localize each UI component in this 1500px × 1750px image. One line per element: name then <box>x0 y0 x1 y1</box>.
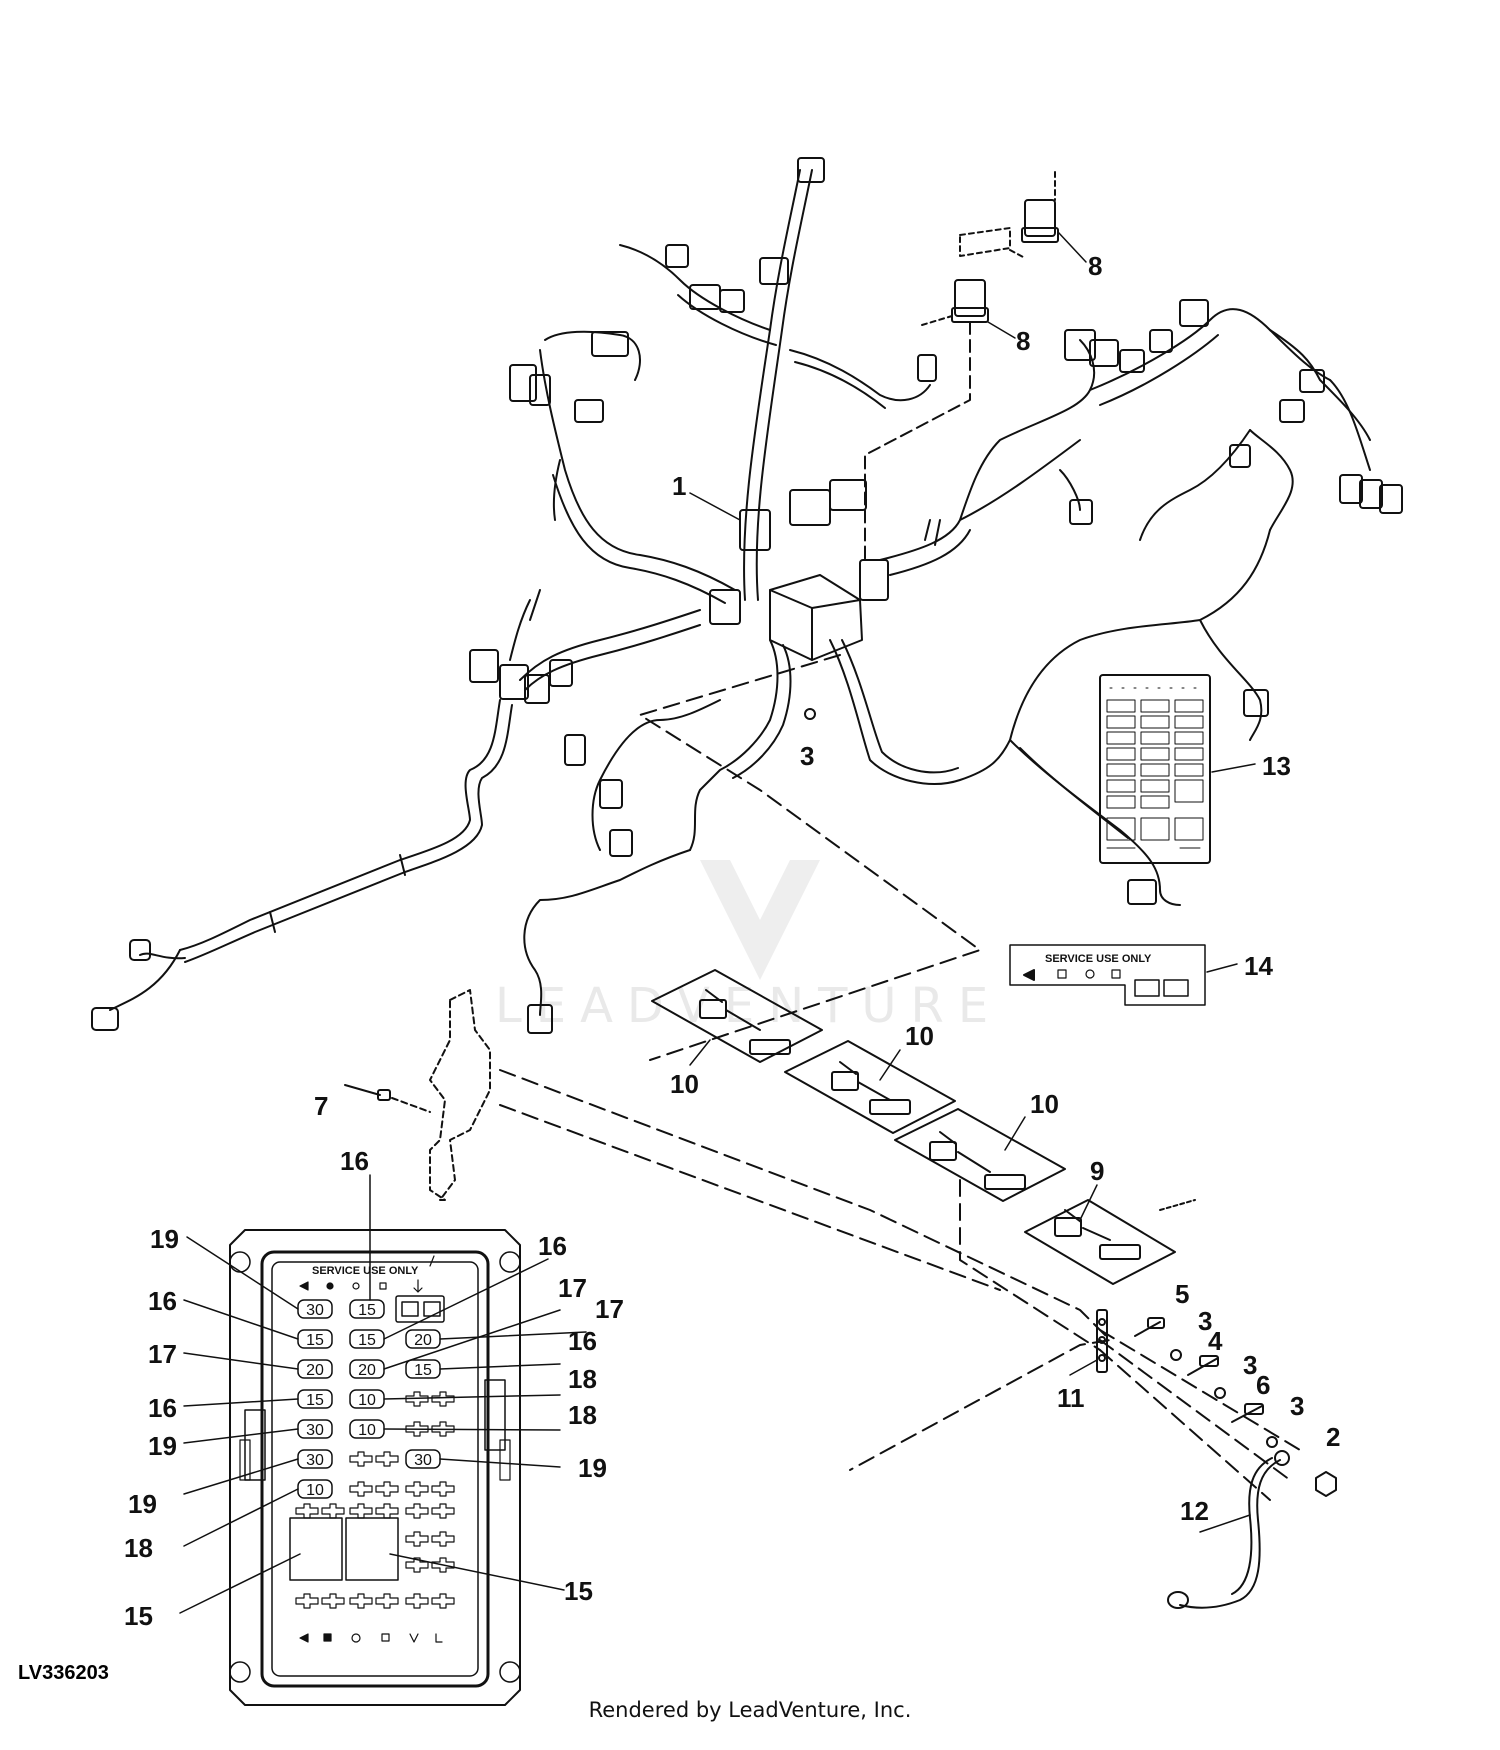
fuse-r1c3 <box>395 1295 445 1323</box>
callout-18-a: 18 <box>124 1533 153 1563</box>
bus-bar-item-11 <box>1096 1309 1108 1373</box>
fuse-value-r6c2: 30 <box>414 1452 432 1469</box>
callout-17-a: 17 <box>148 1339 177 1369</box>
fuse-values: 30 15 15 15 20 20 20 15 15 10 30 10 30 3… <box>306 1302 432 1499</box>
bracket-outline <box>429 989 491 1201</box>
fuse-value-r1c1: 30 <box>306 1302 324 1319</box>
callout-12: 12 <box>1180 1496 1209 1526</box>
nut-item-3-c <box>1266 1436 1278 1448</box>
fuse-value-r5c1: 30 <box>306 1422 324 1439</box>
nut-item-3-a <box>1170 1349 1182 1361</box>
callout-19-a: 19 <box>150 1224 179 1254</box>
callout-11: 11 <box>1057 1383 1085 1413</box>
fuse-r1c2 <box>349 1299 385 1319</box>
screw-item-7 <box>344 1084 431 1113</box>
fuse-value-r6c1: 30 <box>306 1452 324 1469</box>
fuse-holder-2 <box>784 1040 956 1134</box>
callout-10-a: 10 <box>905 1021 934 1051</box>
figure-id: LV336203 <box>18 1662 109 1684</box>
callout-6: 6 <box>1256 1370 1270 1400</box>
callout-15-a: 15 <box>124 1601 153 1631</box>
fuse-decal-item-13 <box>1099 674 1211 864</box>
watermark-logo <box>700 860 820 980</box>
callout-3-a: 3 <box>1198 1306 1212 1336</box>
fuse-value-r5c2: 10 <box>358 1422 376 1439</box>
assembly-line-right <box>959 1179 1101 1351</box>
nut-item-3-upper <box>804 708 816 720</box>
relay-lower <box>864 279 989 561</box>
callout-16-c: 16 <box>538 1231 567 1261</box>
callouts: 1 8 8 3 13 14 10 10 10 9 7 5 3 4 3 6 3 2… <box>124 251 1340 1631</box>
callout-2: 2 <box>1326 1422 1340 1452</box>
terminal-item-4 <box>1187 1355 1219 1376</box>
cable-item-12 <box>1167 1450 1290 1609</box>
callout-3-upper: 3 <box>800 741 814 771</box>
callout-3-b: 3 <box>1243 1350 1257 1380</box>
assembly-line-mid <box>499 1104 1001 1291</box>
nut-item-2 <box>1315 1471 1337 1497</box>
fuse-value-r2c1: 15 <box>306 1332 324 1349</box>
callout-10-c: 10 <box>1030 1089 1059 1119</box>
relay-upper <box>959 171 1059 259</box>
fuse-box-service-label: SERVICE USE ONLY <box>312 1265 419 1277</box>
callout-18-c: 18 <box>568 1400 597 1430</box>
callout-19-b: 19 <box>148 1431 177 1461</box>
callout-17-b: 17 <box>558 1273 587 1303</box>
callout-1: 1 <box>672 471 686 501</box>
fuse-value-r4c2: 10 <box>358 1392 376 1409</box>
callout-15-b: 15 <box>564 1576 593 1606</box>
callout-19-d: 19 <box>578 1453 607 1483</box>
callout-9: 9 <box>1090 1156 1104 1186</box>
callout-16-b: 16 <box>148 1393 177 1423</box>
decal-service-label: SERVICE USE ONLY <box>1045 953 1152 965</box>
callout-3-c: 3 <box>1290 1391 1304 1421</box>
callout-17-c: 17 <box>595 1294 624 1324</box>
fuse-value-r2c3: 20 <box>414 1332 432 1349</box>
callout-19-c: 19 <box>128 1489 157 1519</box>
callout-16-a: 16 <box>148 1286 177 1316</box>
callout-5: 5 <box>1175 1279 1189 1309</box>
service-label-item-14 <box>1009 944 1206 1006</box>
main-wire-harness <box>91 157 1403 1034</box>
callout-8-upper: 8 <box>1088 251 1102 281</box>
fuse-value-r4c1: 15 <box>306 1392 324 1409</box>
fuse-holder-3 <box>894 1108 1066 1202</box>
relay-slot-left <box>289 1517 343 1581</box>
fuse-holder-4 <box>1024 1199 1196 1285</box>
callout-10-b: 10 <box>670 1069 699 1099</box>
fuse-holder-1 <box>651 969 823 1063</box>
callout-16-top: 16 <box>340 1146 369 1176</box>
assembly-line-bolts <box>1099 1329 1301 1501</box>
leader-lines <box>179 231 1256 1614</box>
callout-7: 7 <box>314 1091 328 1121</box>
assembly-line-lower <box>499 1069 1111 1471</box>
fuse-value-r3c3: 15 <box>414 1362 432 1379</box>
fuse-value-r3c1: 20 <box>306 1362 324 1379</box>
callout-14: 14 <box>1244 951 1273 981</box>
callout-16-d: 16 <box>568 1326 597 1356</box>
footer-credit: Rendered by LeadVenture, Inc. <box>588 1698 912 1722</box>
relay-slot-right <box>345 1517 399 1581</box>
fuse-value-r3c2: 20 <box>358 1362 376 1379</box>
callout-8-lower: 8 <box>1016 326 1030 356</box>
watermark-text: LEADVENTURE <box>495 978 1002 1034</box>
callout-13: 13 <box>1262 751 1291 781</box>
terminal-item-6 <box>1231 1403 1264 1423</box>
terminal-item-5 <box>1134 1317 1165 1337</box>
fuse-value-r7c1: 10 <box>306 1482 324 1499</box>
fuse-value-r1c2: 15 <box>358 1302 376 1319</box>
nut-item-3-b <box>1214 1387 1226 1399</box>
callout-4: 4 <box>1208 1326 1223 1356</box>
assembly-line-upper <box>639 654 981 1061</box>
fuse-value-r2c2: 15 <box>358 1332 376 1349</box>
empty-slots <box>295 1391 455 1609</box>
callout-18-b: 18 <box>568 1364 597 1394</box>
